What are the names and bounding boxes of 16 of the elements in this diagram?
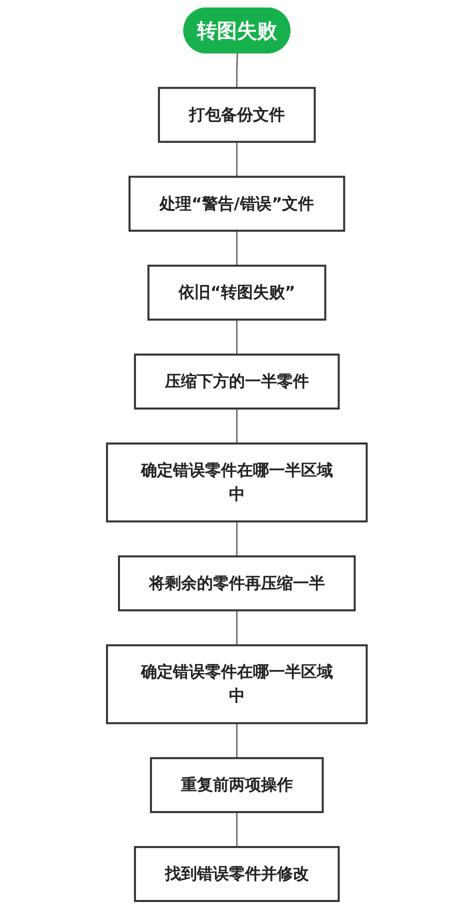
node-box: 重复前两项操作	[150, 757, 324, 814]
node-box: 处理“警告/错误”文件	[128, 176, 345, 232]
node-box: 确定错误零件在哪一半区域中	[106, 442, 368, 522]
node-box: 找到错误零件并修改	[134, 846, 340, 902]
connector	[236, 141, 237, 178]
connector	[236, 812, 237, 848]
connector	[236, 408, 237, 444]
connector	[236, 610, 237, 646]
node-box: 确定错误零件在哪一半区域中	[106, 644, 368, 724]
connector	[236, 722, 237, 759]
node-box: 依旧“转图失败”	[147, 264, 326, 321]
connector	[236, 230, 237, 266]
node-box: 压缩下方的一半零件	[134, 354, 340, 410]
connector	[236, 319, 237, 356]
connector	[236, 520, 237, 557]
connector	[236, 52, 238, 88]
